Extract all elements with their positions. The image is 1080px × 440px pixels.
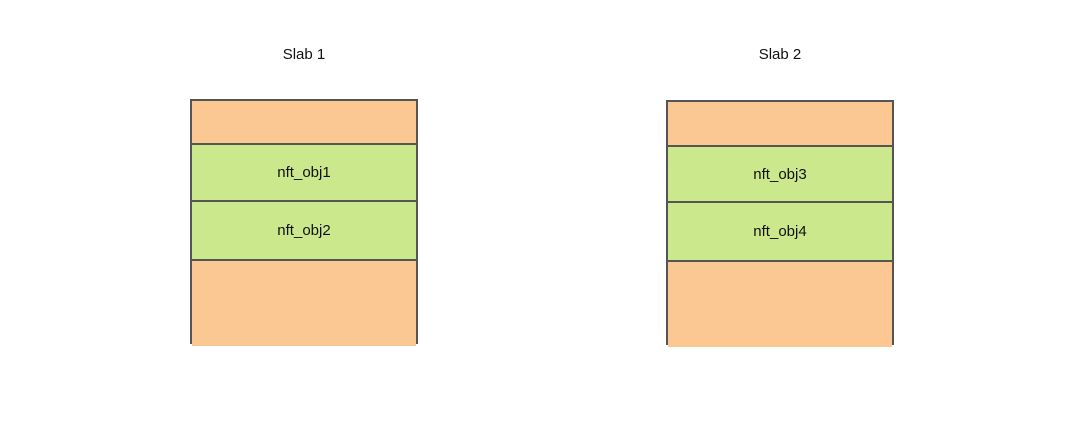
- slab-2-object-nft_obj3[interactable]: nft_obj3: [668, 145, 892, 203]
- slab-1-title: Slab 1: [282, 46, 326, 63]
- slab-1-box: nft_obj1 nft_obj2: [190, 99, 418, 346]
- slab-1: Slab 1 nft_obj1 nft_obj2: [190, 46, 418, 346]
- slab-2-free-space-bottom: [668, 262, 892, 347]
- slab-2: Slab 2 nft_obj3 nft_obj4: [666, 46, 894, 347]
- slab-1-object-nft_obj1[interactable]: nft_obj1: [192, 143, 416, 202]
- slab-2-object-nft_obj4[interactable]: nft_obj4: [668, 203, 892, 262]
- slab-1-free-space-top: [192, 101, 416, 143]
- slab-1-object-nft_obj2[interactable]: nft_obj2: [192, 202, 416, 261]
- slab-2-title: Slab 2: [758, 46, 802, 63]
- slab-2-box: nft_obj3 nft_obj4: [666, 100, 894, 347]
- slab-1-free-space-bottom: [192, 261, 416, 346]
- slab-2-free-space-top: [668, 102, 892, 145]
